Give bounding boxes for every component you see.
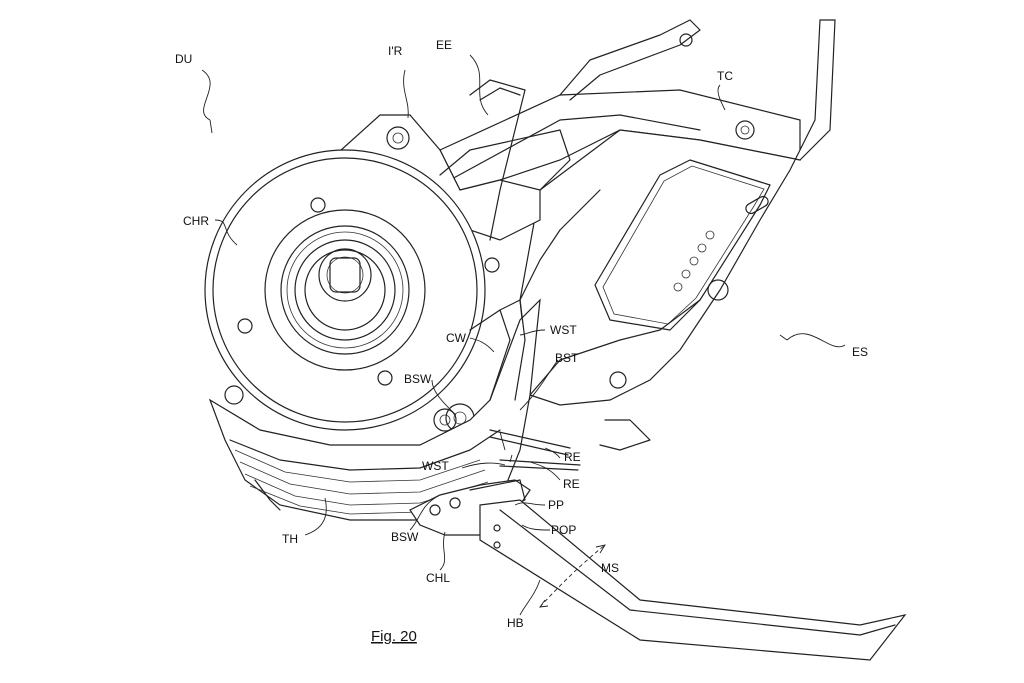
label-hb: HB xyxy=(507,616,524,630)
label-du: DU xyxy=(175,52,192,66)
label-re-lower: RE xyxy=(563,477,580,491)
label-re-upper: RE xyxy=(564,450,581,464)
label-th: TH xyxy=(282,532,298,546)
label-bsw-upper: BSW xyxy=(404,372,432,386)
chain-ring-housing-part xyxy=(204,149,500,433)
label-bst: BST xyxy=(555,351,579,365)
figure-caption: Fig. 20 xyxy=(371,628,417,645)
label-wst-upper: WST xyxy=(550,323,577,337)
label-es: ES xyxy=(852,345,868,359)
drive-unit-drawing xyxy=(204,19,907,661)
label-cw: CW xyxy=(446,331,467,345)
label-chl: CHL xyxy=(426,571,450,585)
label-wst-lower: WST xyxy=(422,459,449,473)
label-pop: POP xyxy=(551,523,576,537)
motor-body-part xyxy=(208,298,541,521)
reference-labels: DU I'R EE TC CHR CW WST BST ES BSW RE WS… xyxy=(175,38,868,630)
label-ir: I'R xyxy=(388,44,403,58)
label-ms: MS xyxy=(601,561,619,575)
label-tc: TC xyxy=(717,69,733,83)
handle-bar-part xyxy=(479,499,907,661)
label-bsw-lower: BSW xyxy=(391,530,419,544)
electronic-support-part xyxy=(519,19,836,451)
label-ee: EE xyxy=(436,38,452,52)
rib-elements xyxy=(489,429,581,471)
label-chr: CHR xyxy=(183,214,209,228)
leader-lines xyxy=(201,54,846,616)
label-pp: PP xyxy=(548,498,564,512)
